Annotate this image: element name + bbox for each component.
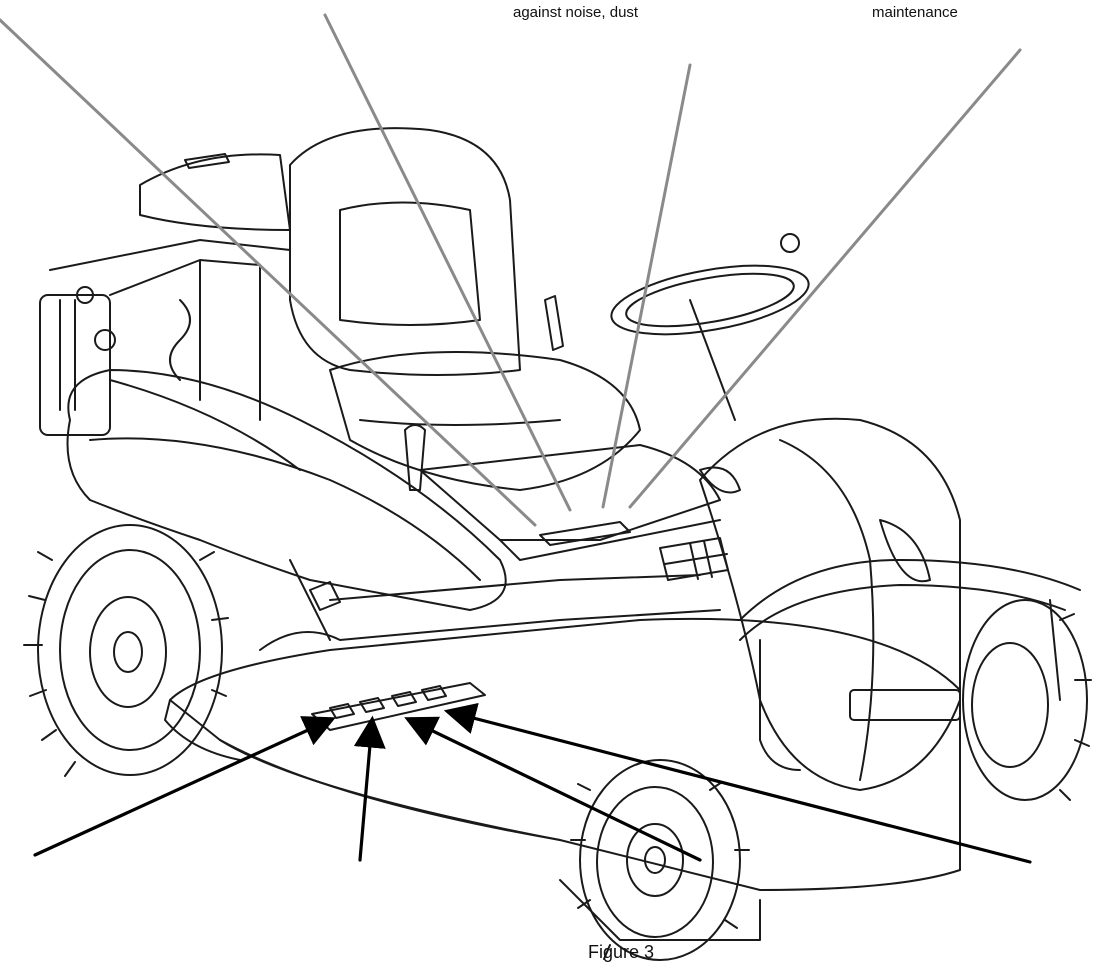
callout-arrow-4 [443, 702, 1032, 864]
front-far-wheel-icon [962, 599, 1092, 801]
callout-line-1 [0, 18, 537, 527]
rear-hood-icon [139, 153, 291, 231]
callout-line-4 [628, 48, 1022, 509]
figure-caption: Figure 3 [588, 942, 655, 962]
seat-frame-icon [419, 444, 721, 541]
upper-callout-lines [0, 13, 1022, 527]
callout-label-noise-dust: against noise, dust [513, 4, 639, 21]
rear-left-wheel-icon [23, 524, 229, 777]
front-bumper-icon [739, 559, 1081, 771]
steering-wheel-icon [610, 233, 810, 421]
callout-line-2 [323, 13, 572, 512]
engine-icon [39, 239, 291, 436]
seat-icon [289, 127, 641, 491]
callout-arrow-1 [33, 716, 336, 857]
callout-arrow-3 [404, 716, 702, 862]
lower-callout-arrows [33, 702, 1032, 864]
deck-warning-decals [311, 682, 486, 731]
callout-label-maintenance: maintenance [872, 4, 958, 21]
gear-lever-icon [404, 295, 564, 491]
front-hood-icon [699, 417, 961, 791]
front-right-wheel-icon [570, 759, 750, 961]
mower-deck-icon [169, 617, 961, 891]
callout-arrow-2 [353, 715, 386, 862]
rear-fender-icon [66, 369, 507, 611]
callout-line-3 [601, 63, 692, 509]
